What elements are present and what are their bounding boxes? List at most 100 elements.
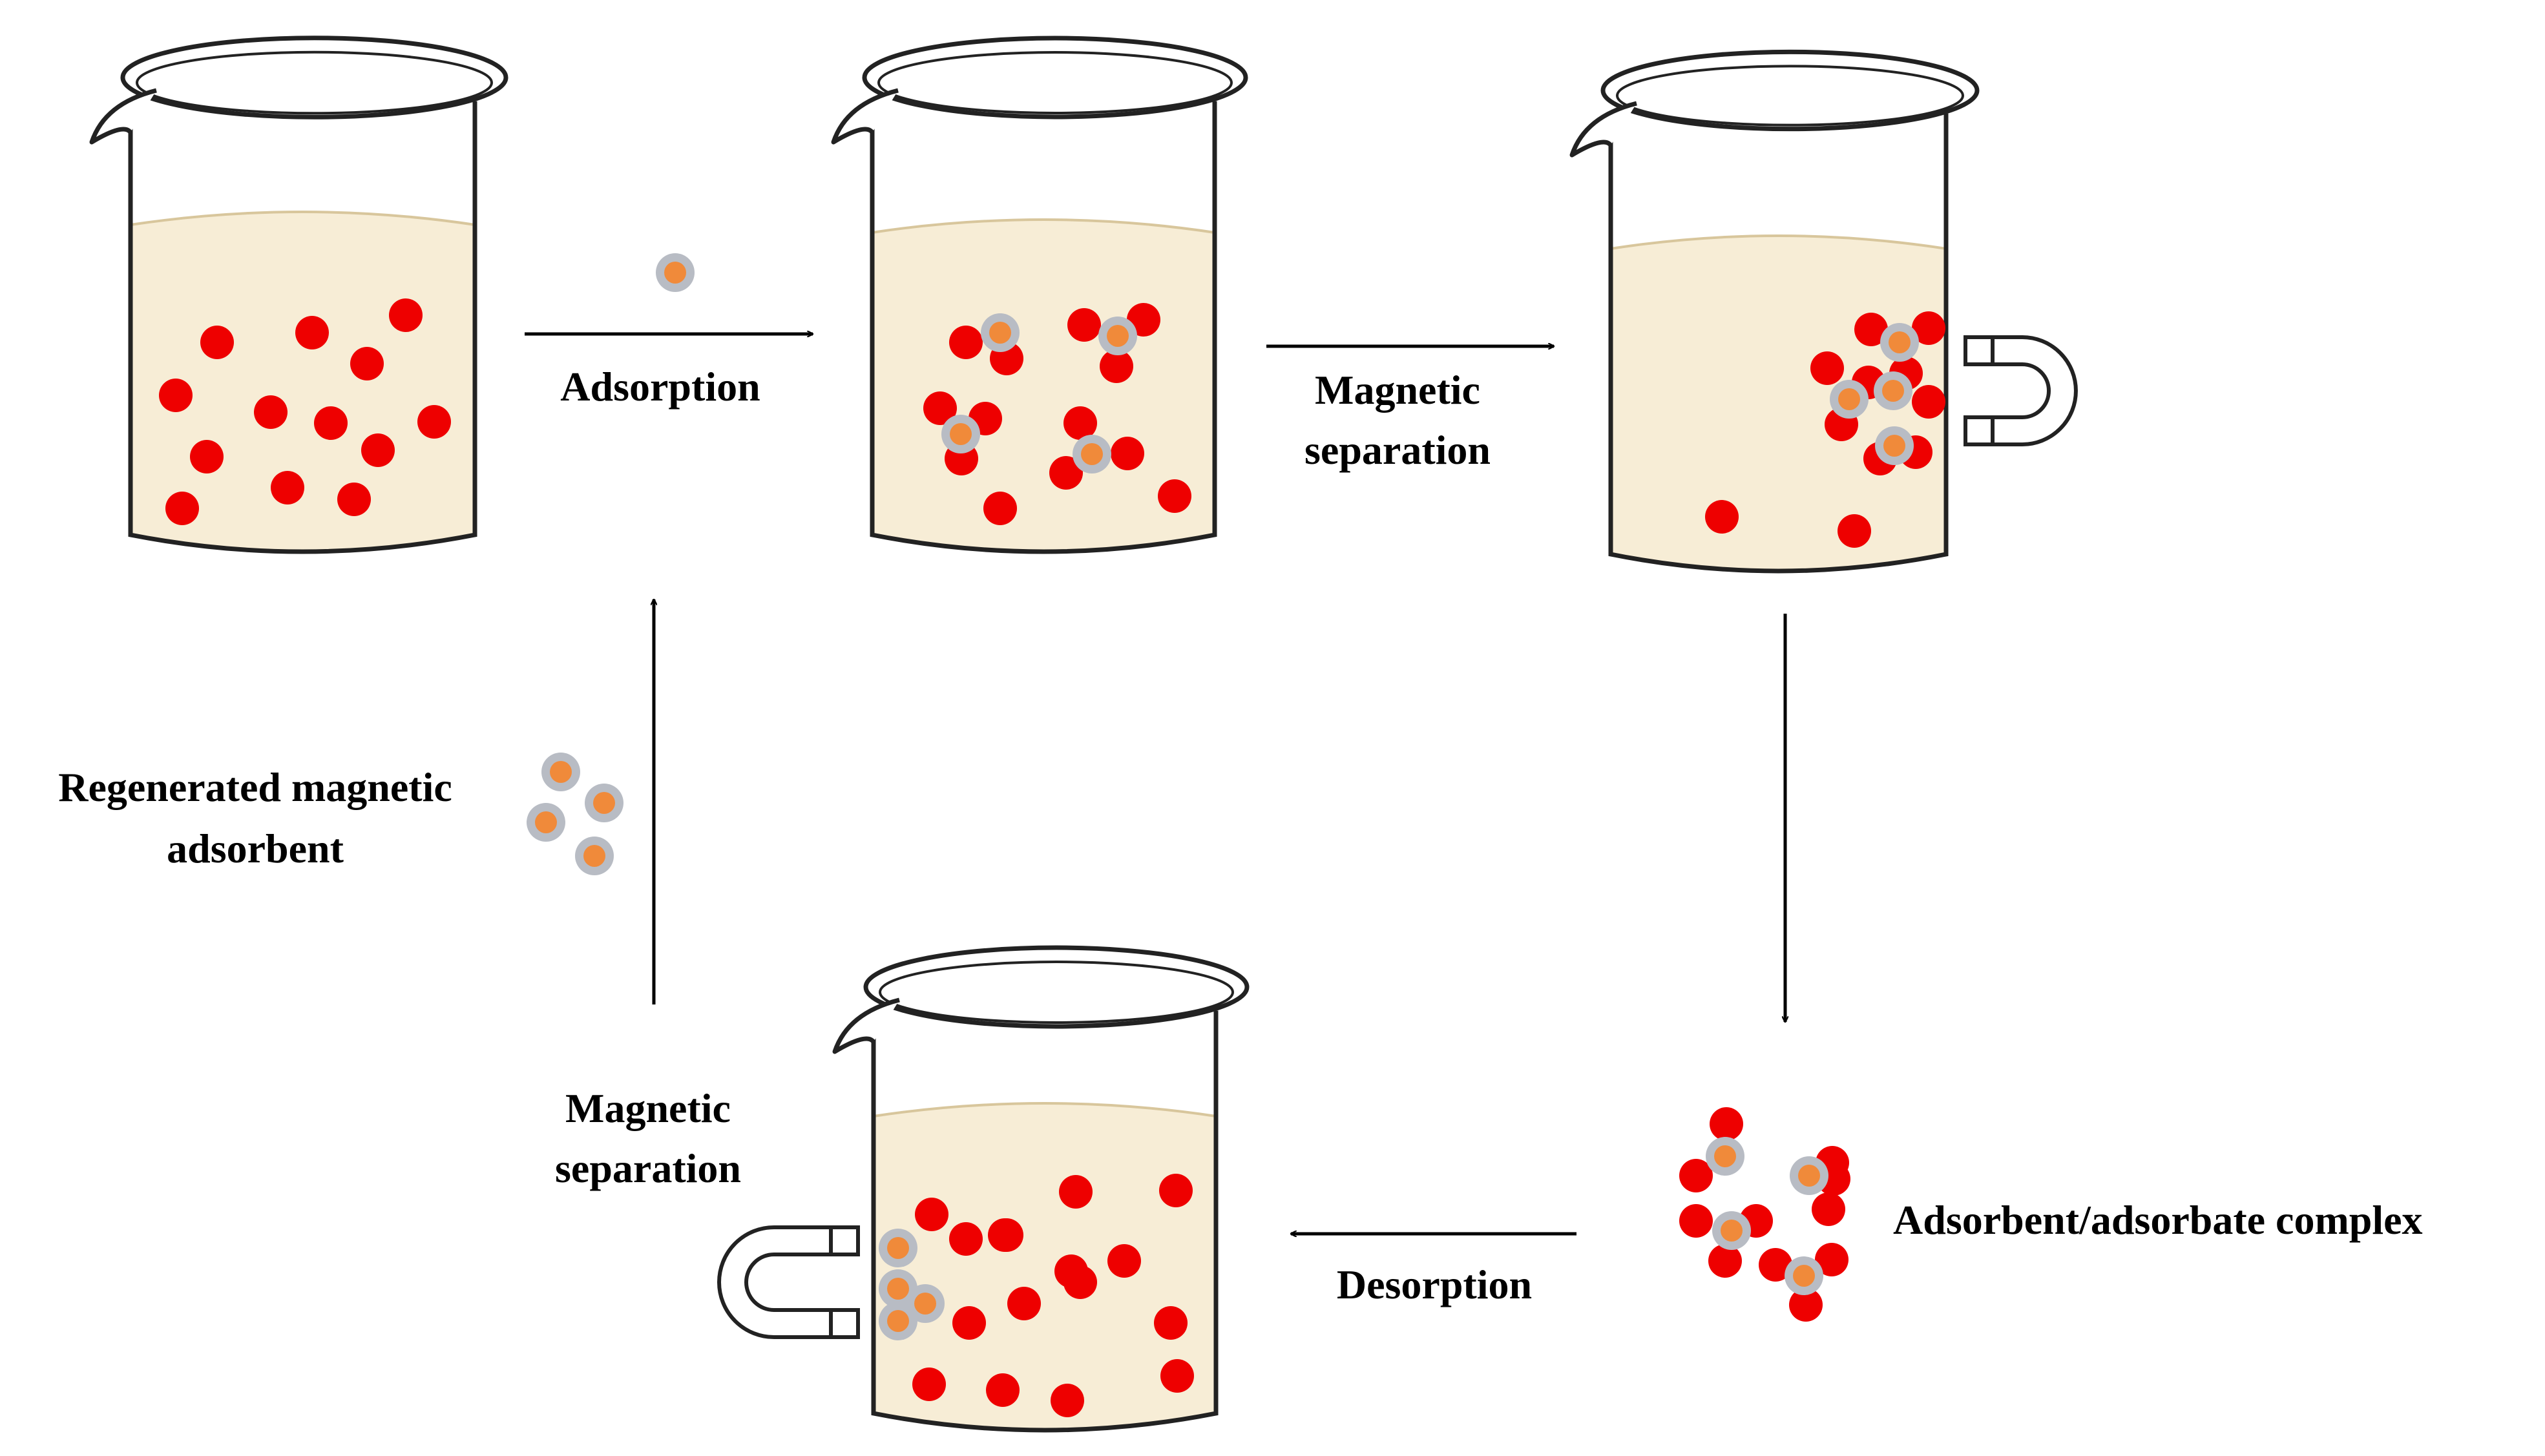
adsorbent-particle	[1785, 1256, 1823, 1295]
adsorbate-particle	[1059, 1175, 1093, 1209]
adsorbate-particle	[1111, 437, 1144, 470]
adsorbent-particle	[1712, 1211, 1751, 1250]
adsorbate-particle	[271, 471, 304, 504]
adsorbent-particle	[527, 803, 565, 842]
horseshoe-magnet-icon	[717, 1225, 860, 1339]
beaker-after-adsorption	[831, 36, 1248, 554]
adsorbate-particle	[254, 395, 288, 429]
liquid-surface	[872, 218, 1215, 234]
adsorbate-particle	[1710, 1107, 1743, 1141]
adsorbent-particle	[541, 753, 580, 791]
label-magnetic-separation-1-line2: separation	[1304, 427, 1491, 473]
beaker-body	[128, 101, 477, 554]
adsorbate-particle	[990, 1218, 1023, 1252]
label-magnetic-separation-1-line1: Magnetic	[1315, 367, 1480, 413]
adsorbate-particle	[337, 483, 371, 516]
label-desorption: Desorption	[1337, 1262, 1532, 1307]
adsorbate-particle	[1054, 1254, 1088, 1288]
adsorbate-particle	[952, 1306, 986, 1340]
adsorbate-particle	[417, 405, 451, 439]
adsorbent-particle	[1073, 435, 1111, 473]
adsorbate-particle	[1158, 479, 1191, 513]
liquid-surface	[873, 1102, 1217, 1118]
adsorbate-particle	[295, 316, 329, 349]
adsorbate-particle	[200, 326, 234, 359]
adsorbate-particle	[1159, 1174, 1193, 1207]
adsorbate-particle	[1912, 385, 1945, 419]
adsorbent-particle	[1875, 426, 1914, 465]
adsorbate-particle	[915, 1198, 948, 1231]
adsorbate-particle	[1051, 1384, 1084, 1417]
adsorbate-particle	[1912, 311, 1945, 345]
adsorbent-particle	[656, 253, 695, 292]
adsorbate-particle	[1812, 1192, 1845, 1226]
adsorbate-particle	[912, 1368, 946, 1401]
adsorbate-particle	[986, 1373, 1020, 1407]
adsorbate-particle	[1100, 349, 1133, 383]
adsorbate-particle	[1107, 1244, 1141, 1278]
adsorbate-particle	[949, 326, 983, 359]
adsorbate-particle	[350, 347, 384, 380]
adsorbate-particle	[923, 391, 957, 425]
adsorbent-particle	[941, 415, 980, 453]
adsorbate-particle	[1007, 1287, 1041, 1320]
beaker-spout	[1569, 101, 1637, 158]
adsorbent-adsorbate-complex-particles	[1679, 1107, 1850, 1322]
adsorbent-particle	[1830, 380, 1869, 419]
adsorbent-particle	[1098, 317, 1137, 355]
beaker-spout	[89, 88, 157, 145]
adsorbate-particle	[1679, 1204, 1713, 1238]
adsorbent-particle	[1790, 1156, 1828, 1195]
adsorbent-particle	[575, 837, 614, 875]
adsorbent-particle	[879, 1229, 917, 1267]
process-arrows	[525, 334, 1785, 1234]
adsorbate-particle	[1063, 406, 1097, 440]
adsorbate-particle	[1759, 1248, 1792, 1282]
adsorbent-particle-icon	[656, 253, 695, 292]
beaker-rim	[1600, 49, 1980, 132]
beaker-rim	[862, 36, 1248, 120]
adsorbate-particle	[190, 440, 224, 473]
label-complex: Adsorbent/adsorbate complex	[1893, 1197, 2423, 1243]
adsorbent-particle	[1706, 1137, 1744, 1176]
adsorbate-particle	[389, 298, 423, 332]
liquid-surface	[130, 211, 476, 226]
label-magnetic-separation-2-line1: Magnetic	[565, 1085, 731, 1131]
beaker-body	[1608, 113, 1949, 574]
adsorbate-particle	[1810, 351, 1844, 385]
adsorbate-particle	[1154, 1306, 1188, 1340]
beaker-spout	[832, 997, 900, 1054]
beaker-body	[871, 1010, 1219, 1433]
adsorbate-particle	[949, 1222, 983, 1256]
adsorbate-particle	[159, 379, 193, 412]
adsorbate-particle	[1789, 1288, 1823, 1322]
beaker-initial-solution	[89, 36, 508, 554]
beaker-rim	[120, 36, 508, 120]
adsorbate-particle	[1854, 313, 1888, 346]
label-regenerated-line2: adsorbent	[167, 826, 344, 871]
regenerated-adsorbent-particles	[527, 753, 623, 875]
adsorbate-particle	[165, 492, 199, 525]
adsorbent-particle	[1874, 371, 1912, 410]
adsorbate-particle	[1160, 1359, 1194, 1393]
adsorbate-particle	[1679, 1159, 1713, 1192]
label-regenerated-line1: Regenerated magnetic	[58, 764, 452, 810]
liquid-surface	[1610, 234, 1947, 250]
adsorbent-particle	[981, 313, 1020, 352]
adsorbate-particle	[983, 492, 1017, 525]
adsorbate-particle	[314, 406, 348, 440]
adsorbate-particle	[1067, 308, 1101, 342]
beaker-body	[870, 101, 1217, 554]
liquid	[874, 1103, 1216, 1430]
label-adsorption: Adsorption	[560, 364, 760, 410]
adsorbent-particle	[1880, 323, 1919, 362]
adsorbent-particle	[879, 1302, 917, 1340]
beaker-after-desorption	[832, 945, 1250, 1433]
adsorbate-particle	[361, 433, 395, 467]
beaker-magnetic-separation	[1569, 49, 1980, 574]
beaker-rim	[863, 945, 1250, 1029]
beaker-spout	[831, 88, 899, 145]
adsorbate-particle	[1815, 1243, 1849, 1276]
adsorbate-particle	[1708, 1244, 1742, 1278]
